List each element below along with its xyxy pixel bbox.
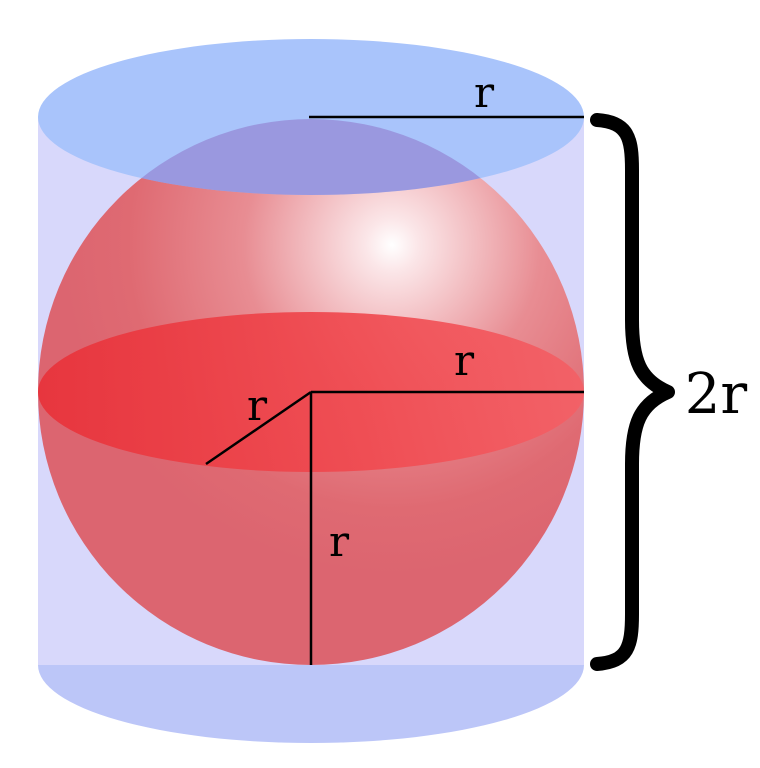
height-brace bbox=[590, 113, 675, 671]
equator-radius-label: r bbox=[454, 336, 475, 385]
depth-radius-line bbox=[205, 390, 312, 466]
vertical-radius-label: r bbox=[329, 517, 350, 566]
height-label: 2r bbox=[685, 362, 748, 427]
top-radius-label: r bbox=[474, 68, 495, 117]
depth-radius-label: r bbox=[247, 381, 268, 430]
